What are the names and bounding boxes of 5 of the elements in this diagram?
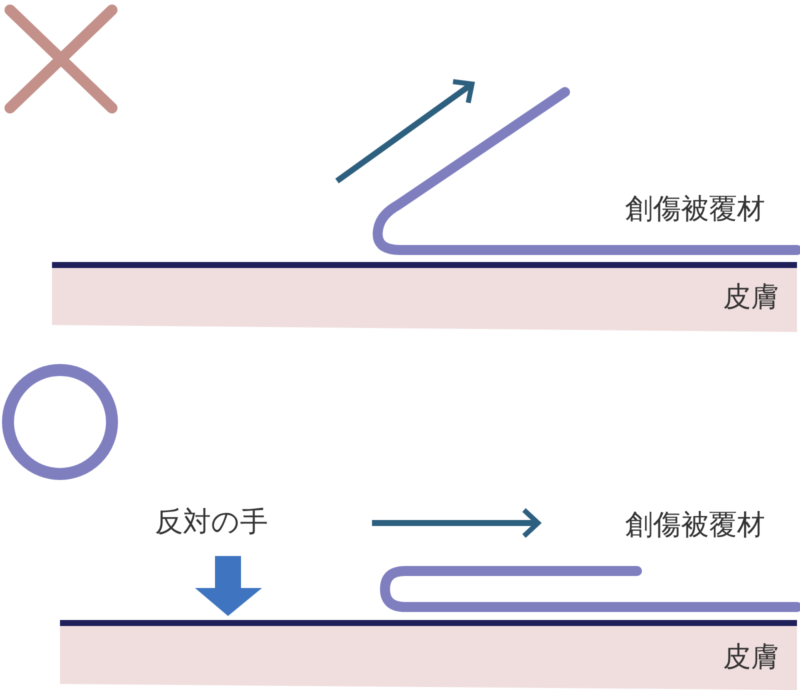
instruction-label: 反対の手 [155,505,268,539]
part-label: 創傷被覆材 [625,508,765,542]
part-label: 皮膚 [723,280,779,314]
part-label: 皮膚 [723,640,779,674]
part-label: 創傷被覆材 [625,192,765,226]
